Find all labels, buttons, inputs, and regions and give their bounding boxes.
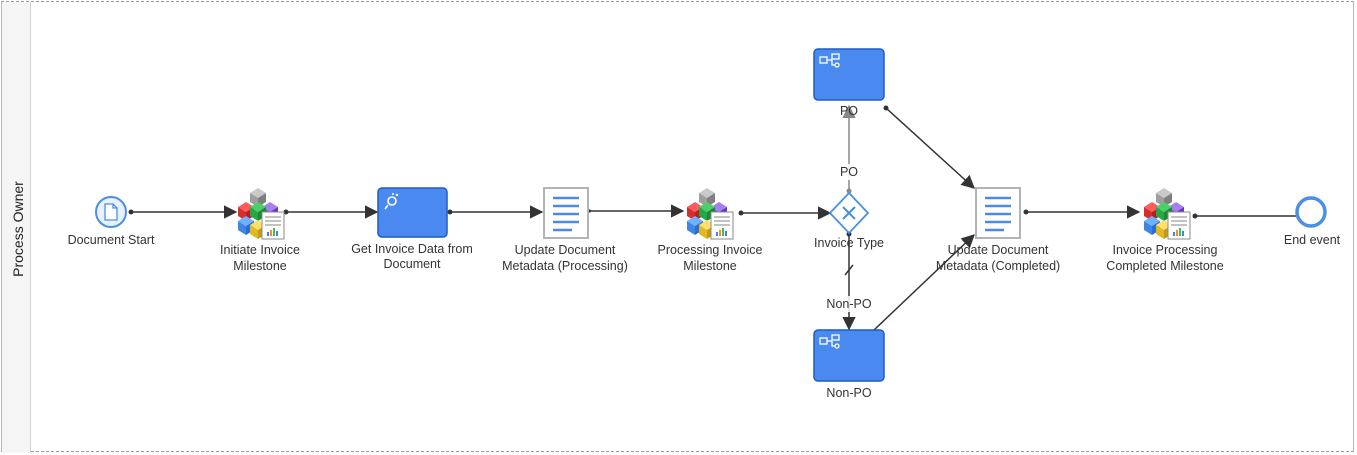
flow-po-to-completed	[885, 107, 975, 189]
end-event[interactable]	[1295, 196, 1327, 228]
update-document-completed-task[interactable]	[974, 186, 1022, 240]
get-invoice-data-label-1: Get Invoice Data from	[351, 242, 473, 256]
processing-invoice-milestone-task[interactable]	[686, 187, 734, 240]
get-invoice-data-label-2: Document	[383, 257, 441, 271]
initiate-invoice-label-1: Initiate Invoice	[220, 243, 300, 257]
completed-milestone-label-1: Invoice Processing	[1112, 243, 1218, 257]
initiate-invoice-label-2: Milestone	[233, 259, 287, 273]
invoice-processing-completed-task[interactable]	[1143, 187, 1191, 240]
non-po-flow-label: Non-PO	[824, 296, 874, 312]
flow-nonpo-to-completed	[873, 234, 975, 331]
sequence-flows	[128, 104, 1296, 331]
document-icon	[104, 203, 118, 221]
non-po-subprocess[interactable]	[813, 329, 885, 382]
po-flow-label: PO	[837, 164, 861, 180]
document-start-event[interactable]	[95, 196, 127, 228]
update-completed-label-1: Update Document	[947, 243, 1049, 257]
end-event-label: End event	[1283, 233, 1341, 247]
update-processing-label-1: Update Document	[514, 243, 616, 257]
default-flow-slash	[844, 264, 854, 276]
processing-milestone-label-2: Milestone	[683, 259, 737, 273]
processing-milestone-label-1: Processing Invoice	[657, 243, 763, 257]
invoice-type-gateway[interactable]	[828, 191, 870, 235]
invoice-type-label: Invoice Type	[814, 236, 884, 250]
update-document-processing-task[interactable]	[542, 186, 590, 240]
completed-milestone-label-2: Completed Milestone	[1106, 259, 1224, 273]
po-subprocess[interactable]	[813, 48, 885, 101]
document-start-label: Document Start	[67, 233, 155, 247]
non-po-subprocess-label: Non-PO	[826, 386, 872, 400]
extract-icon	[384, 193, 399, 210]
lane-header[interactable]: Process Owner	[2, 2, 31, 453]
update-processing-label-2: Metadata (Processing)	[502, 259, 628, 273]
initiate-invoice-milestone-task[interactable]	[237, 187, 285, 240]
po-subprocess-label: PO	[839, 104, 859, 118]
update-completed-label-2: Metadata (Completed)	[935, 259, 1061, 273]
get-invoice-data-task[interactable]	[377, 187, 448, 238]
